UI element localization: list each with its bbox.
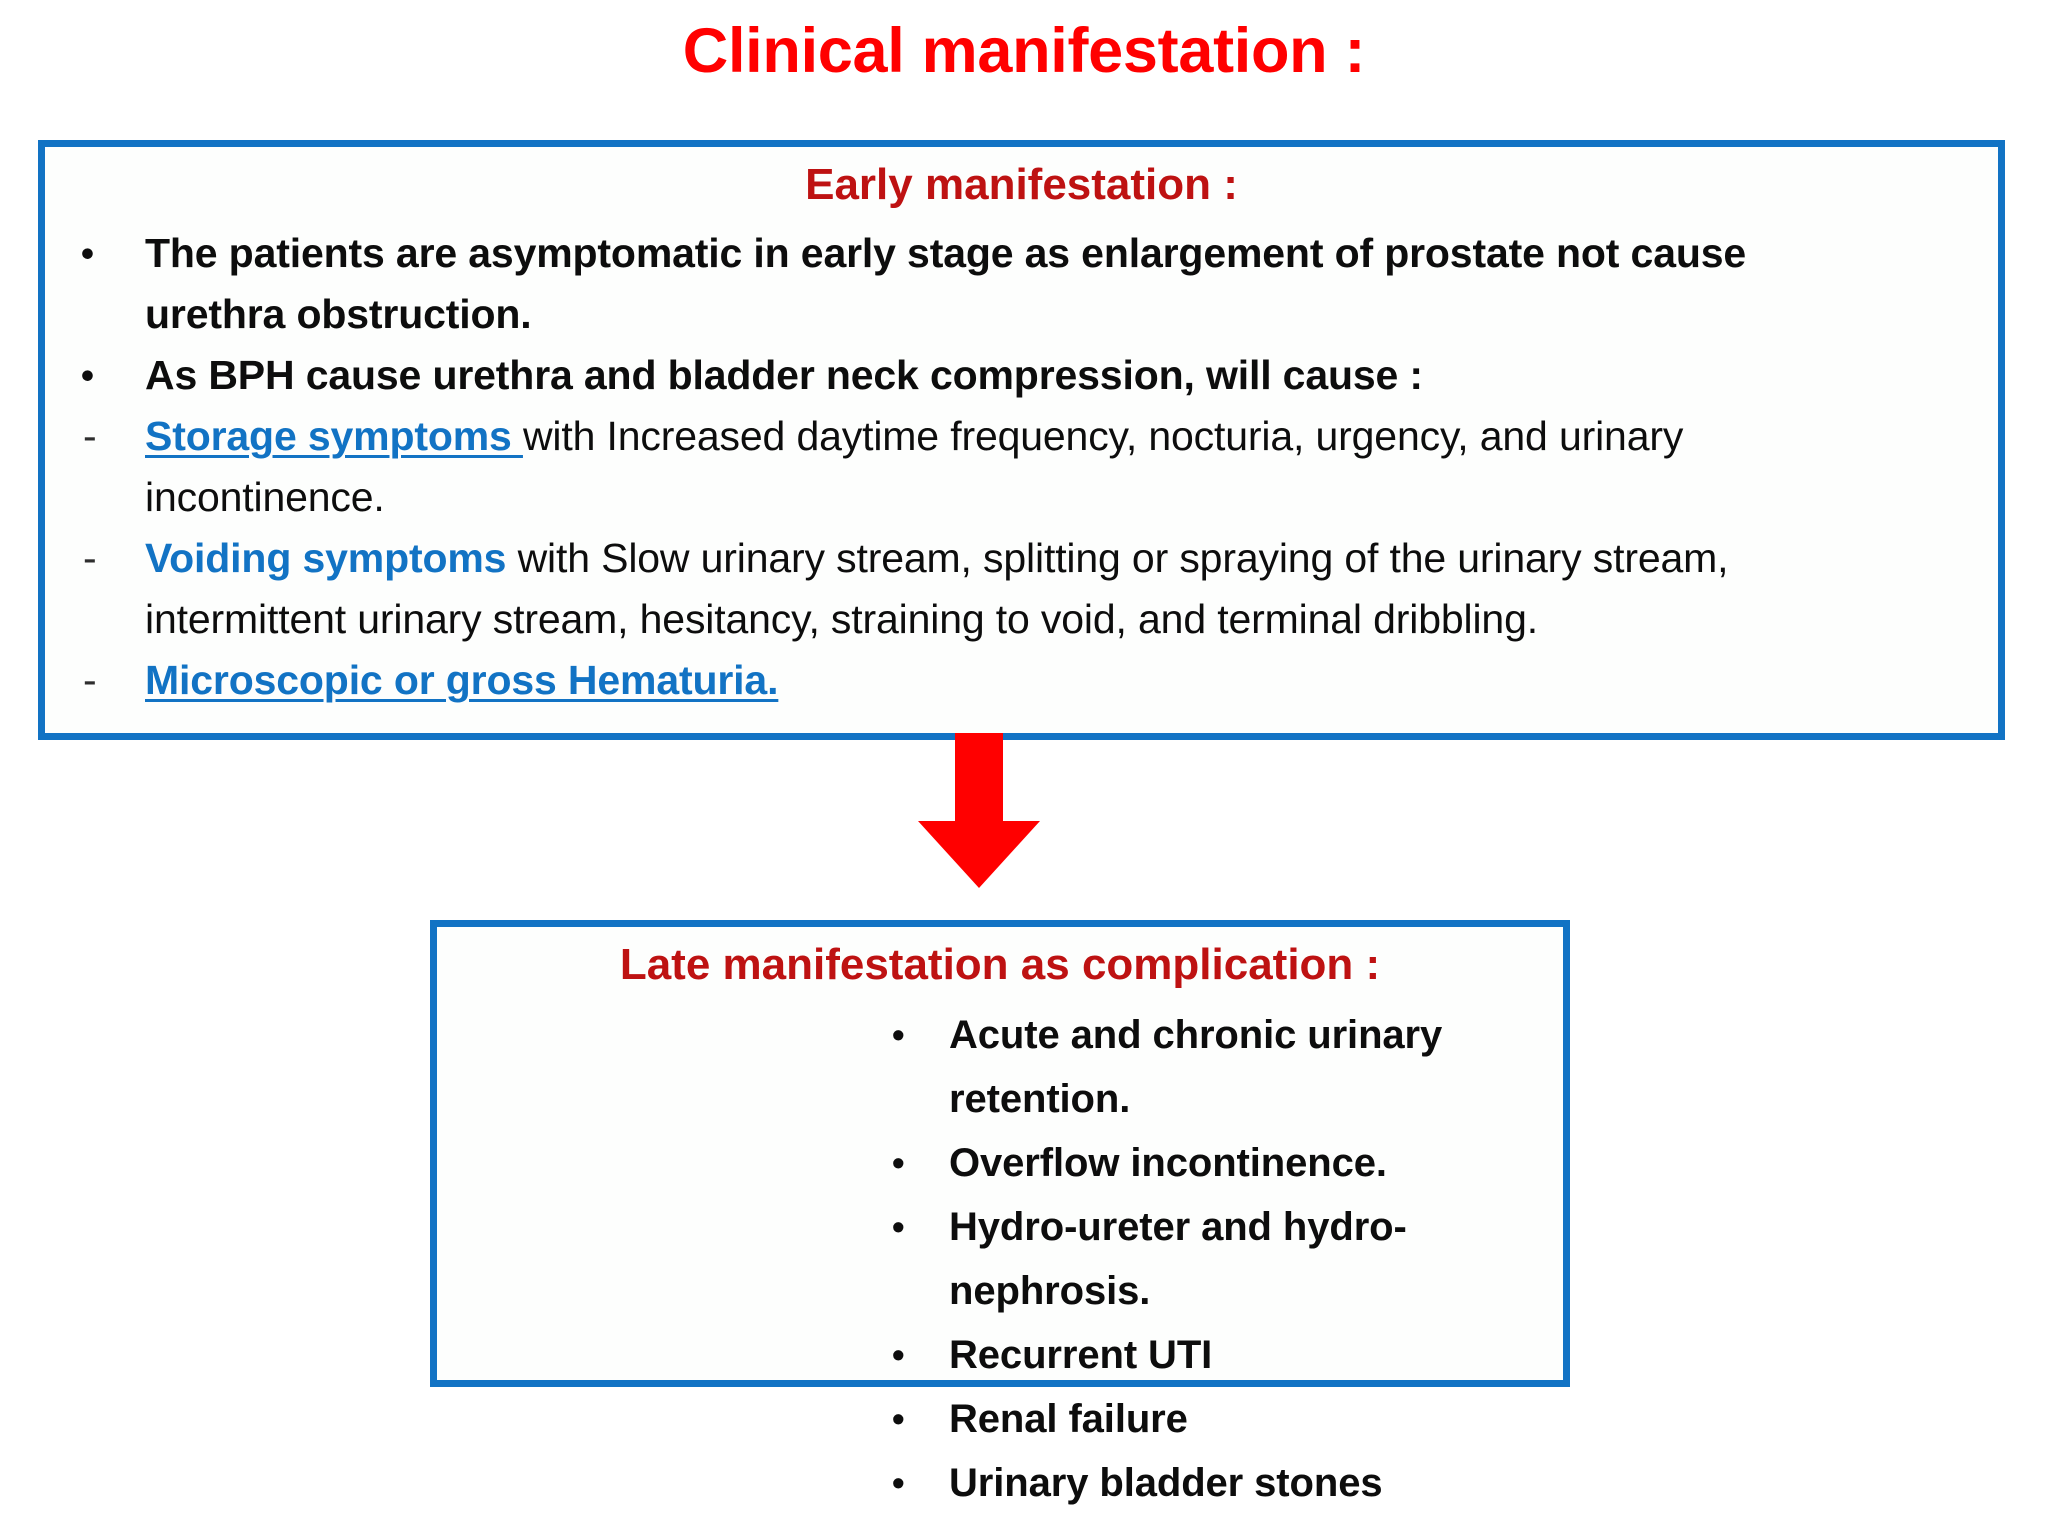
list-item: • Hydro-ureter and hydro-nephrosis.: [437, 1195, 1563, 1323]
list-item-continuation: urethra obstruction.: [145, 291, 532, 337]
dash-marker-icon: -: [83, 535, 97, 581]
list-item: • Renal failure: [437, 1387, 1563, 1451]
bullet-dot-icon: •: [892, 1142, 905, 1183]
bullet-dot-icon: •: [892, 1398, 905, 1439]
early-manifestation-list: • The patients are asymptomatic in early…: [59, 223, 1986, 711]
early-manifestation-box: Early manifestation : • The patients are…: [38, 140, 2005, 740]
hematuria-link[interactable]: Microscopic or gross Hematuria.: [145, 657, 779, 703]
dash-marker-icon: -: [83, 413, 97, 459]
list-item: - Voiding symptoms with Slow urinary str…: [59, 528, 1986, 589]
bullet-dot-icon: •: [892, 1206, 905, 1247]
list-item: • The patients are asymptomatic in early…: [59, 223, 1986, 284]
list-item-continuation: intermittent urinary stream, hesitancy, …: [145, 596, 1538, 642]
list-item: - Microscopic or gross Hematuria.: [59, 650, 1986, 711]
list-item-text: with Slow urinary stream, splitting or s…: [506, 535, 1729, 581]
list-item-text: The patients are asymptomatic in early s…: [145, 230, 1747, 276]
list-item-text: Acute and chronic urinary retention.: [949, 1013, 1443, 1121]
list-item-text: Overflow incontinence.: [949, 1141, 1387, 1185]
list-item: • Overflow incontinence.: [437, 1131, 1563, 1195]
bullet-dot-icon: •: [892, 1014, 905, 1055]
bullet-dot-icon: •: [892, 1334, 905, 1375]
list-item-text: with Increased daytime frequency, noctur…: [522, 413, 1684, 459]
voiding-symptoms-link[interactable]: Voiding symptoms: [145, 535, 507, 581]
late-manifestation-heading: Late manifestation as complication :: [619, 940, 1381, 989]
list-item: • Urinary bladder stones: [437, 1451, 1563, 1515]
late-manifestation-box: Late manifestation as complication : • A…: [430, 920, 1570, 1505]
down-arrow-icon: [918, 733, 1040, 888]
list-item-text: As BPH cause urethra and bladder neck co…: [145, 352, 1423, 398]
bullet-dot-icon: •: [892, 1462, 905, 1503]
bullet-dot-icon: •: [81, 233, 94, 274]
list-item: - Storage symptoms with Increased daytim…: [59, 406, 1986, 467]
list-item-text: Renal failure: [949, 1397, 1188, 1441]
list-item: • Acute and chronic urinary retention.: [437, 1003, 1563, 1131]
list-item-text: Hydro-ureter and hydro-nephrosis.: [949, 1205, 1407, 1313]
storage-symptoms-link[interactable]: Storage symptoms: [145, 413, 523, 459]
dash-marker-icon: -: [83, 657, 97, 703]
list-item-text: Recurrent UTI: [949, 1333, 1213, 1377]
list-item: • Recurrent UTI: [437, 1323, 1563, 1387]
list-item: • As BPH cause urethra and bladder neck …: [59, 345, 1986, 406]
bullet-dot-icon: •: [81, 355, 94, 396]
list-item-continuation: incontinence.: [145, 474, 385, 520]
page-title: Clinical manifestation :: [682, 16, 1366, 86]
late-manifestation-list: • Acute and chronic urinary retention. •…: [437, 1003, 1563, 1515]
early-manifestation-heading: Early manifestation :: [805, 160, 1238, 209]
list-item-text: Urinary bladder stones: [949, 1461, 1383, 1505]
